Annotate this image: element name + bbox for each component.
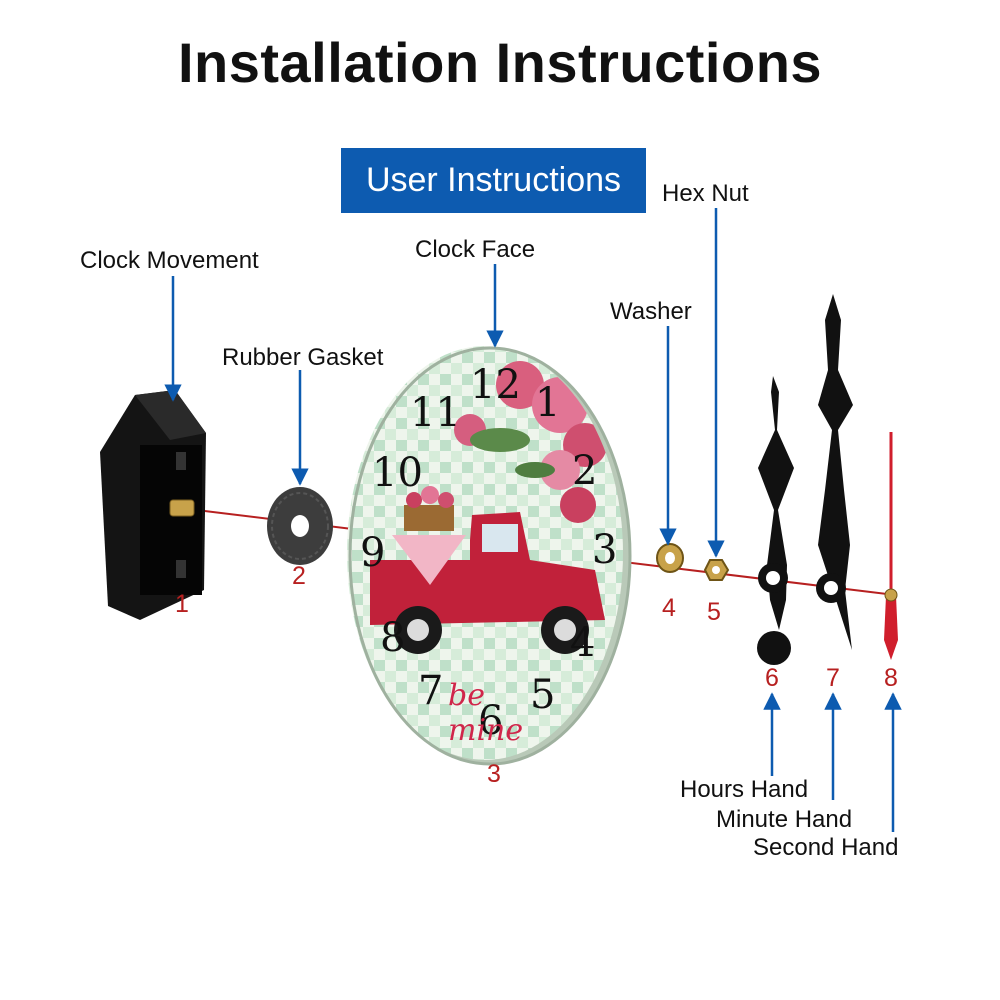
part-number-2: 2	[292, 562, 306, 590]
part-number-7: 7	[826, 664, 840, 692]
numeral-8: 8	[380, 615, 406, 661]
second-hand-label: Second Hand	[753, 834, 899, 861]
numeral-6: 6	[478, 698, 504, 744]
numeral-3: 3	[592, 527, 618, 573]
hex-nut-label: Hex Nut	[662, 180, 749, 207]
second-hand	[884, 432, 898, 660]
part-number-5: 5	[707, 598, 721, 626]
part-number-3: 3	[487, 760, 501, 788]
clock-movement-label: Clock Movement	[80, 247, 259, 274]
numeral-1: 1	[535, 380, 561, 426]
numeral-5: 5	[530, 672, 556, 718]
clock-movement	[100, 390, 206, 620]
hours-hand-label: Hours Hand	[680, 776, 809, 803]
hours-hand	[757, 376, 794, 665]
numeral-10: 10	[372, 450, 423, 496]
clock-face-label: Clock Face	[415, 236, 536, 263]
part-number-6: 6	[765, 664, 779, 692]
numeral-12: 12	[470, 362, 521, 408]
hex-nut	[703, 559, 730, 581]
part-number-8: 8	[884, 664, 898, 692]
washer-label: Washer	[610, 298, 692, 325]
be-mine-text: be mine	[448, 678, 524, 748]
numeral-9: 9	[360, 530, 386, 576]
part-number-1: 1	[175, 590, 189, 618]
clock-face	[347, 346, 632, 766]
numeral-2: 2	[572, 448, 598, 494]
part-number-4: 4	[662, 594, 676, 622]
numeral-7: 7	[418, 668, 444, 714]
rubber-gasket-label: Rubber Gasket	[222, 344, 384, 371]
washer	[656, 543, 684, 573]
page-title: Installation Instructions	[177, 31, 823, 94]
numeral-11: 11	[410, 390, 461, 436]
rubber-gasket	[267, 487, 333, 565]
minute-hand	[816, 294, 853, 650]
minute-hand-label: Minute Hand	[716, 806, 853, 833]
user-instructions-banner: User Instructions	[341, 148, 646, 213]
numeral-4: 4	[570, 620, 596, 666]
